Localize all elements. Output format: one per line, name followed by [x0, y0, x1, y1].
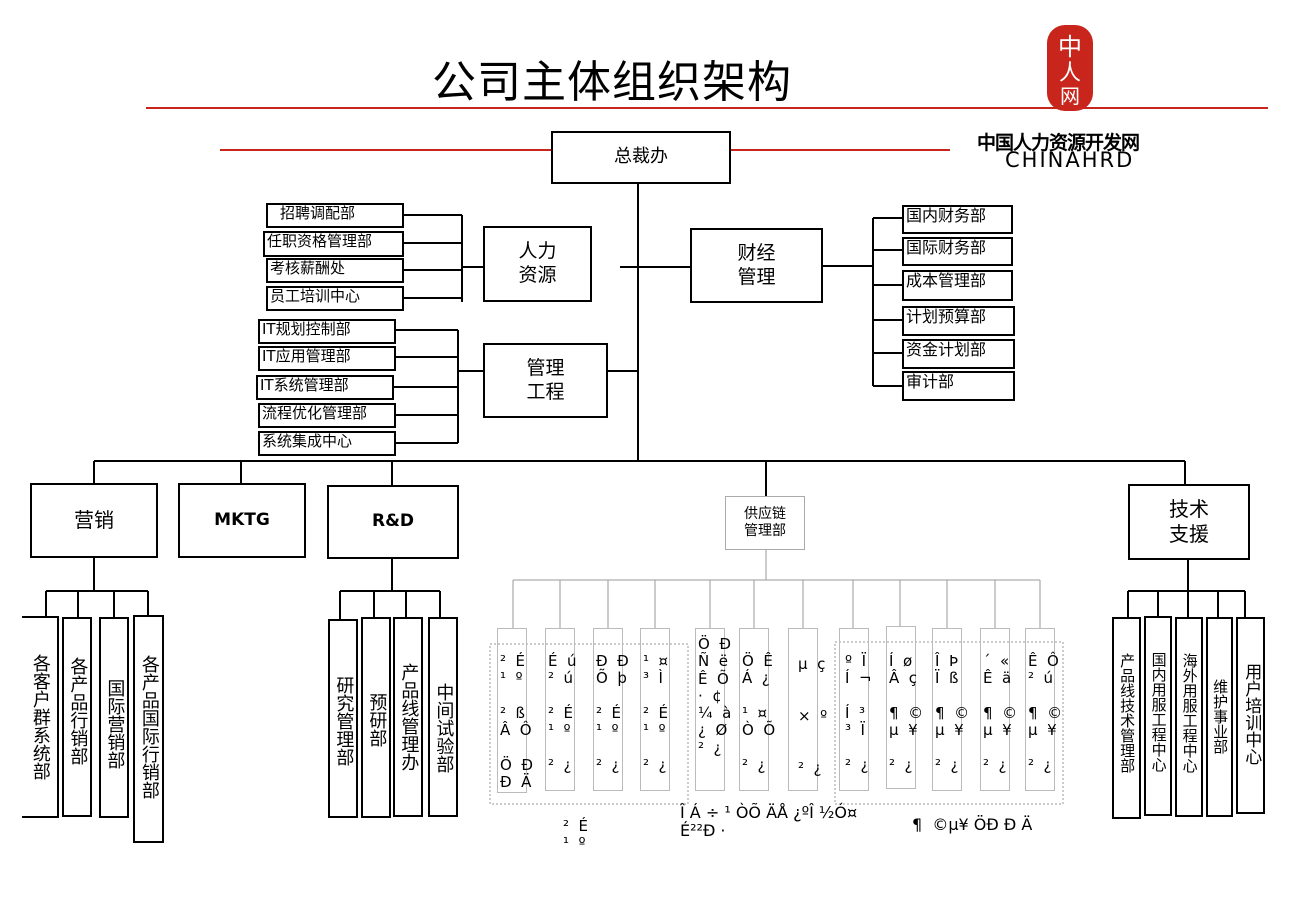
- box-mktg[interactable]: MKTG: [178, 483, 306, 558]
- supply-text-1: ² É ¹ º ² ß Â Ô Ö Ð Ð Ä: [500, 652, 533, 791]
- marketing-child-1[interactable]: 各客户群系统部: [22, 616, 59, 818]
- supply-col-4[interactable]: [640, 628, 670, 791]
- brand-en: CHINAHRD: [1005, 148, 1135, 172]
- finance-child-4[interactable]: 计划预算部: [902, 306, 1015, 336]
- supply-text-6: Ö Ê Á ¿ ¹ ¤ Ò Õ ² ¿: [742, 652, 776, 774]
- svg-text:中: 中: [1058, 33, 1082, 61]
- rd-child-2[interactable]: 预研部: [361, 617, 391, 818]
- supply-col-2[interactable]: [545, 628, 575, 791]
- supply-col-1[interactable]: [497, 628, 527, 793]
- hr-child-2[interactable]: 任职资格管理部: [263, 231, 404, 257]
- marketing-child-4[interactable]: 各产品国际行销部: [133, 615, 164, 843]
- hr-child-3[interactable]: 考核薪酬处: [266, 258, 404, 283]
- supply-text-3: Ð Ð Õ þ ² É ¹ º ² ¿: [596, 652, 629, 774]
- hr-child-1[interactable]: 招聘调配部: [266, 203, 404, 228]
- supply-col-10[interactable]: [932, 628, 962, 791]
- tech-child-2[interactable]: 国内用服工程中心: [1144, 616, 1172, 816]
- logo: 中 人 网 中国人力资源开发网 CHINAHRD: [975, 20, 1165, 172]
- svg-text:网: 网: [1060, 84, 1080, 108]
- supply-text-8: º Ï Í ¬ Í ³ ³ Ï ² ¿: [845, 652, 872, 774]
- box-supply-chain[interactable]: 供应链 管理部: [725, 496, 805, 550]
- marketing-child-3[interactable]: 国际营销部: [99, 617, 129, 818]
- box-marketing[interactable]: 营销: [30, 483, 158, 558]
- supply-col-8[interactable]: [839, 628, 869, 791]
- svg-text:人: 人: [1059, 61, 1081, 86]
- mgmt-child-5[interactable]: 系统集成中心: [258, 431, 396, 456]
- tech-child-3[interactable]: 海外用服工程中心: [1175, 617, 1203, 817]
- rd-child-3[interactable]: 产品线管理办: [393, 617, 423, 817]
- supply-footer-3: ¶ ©µ¥ ÖÐ Ð Ä: [912, 815, 1033, 834]
- supply-col-7[interactable]: [788, 628, 818, 791]
- page-title: 公司主体组织架构: [432, 57, 792, 108]
- box-management-engineering[interactable]: 管理 工程: [483, 343, 608, 418]
- hr-child-4[interactable]: 员工培训中心: [266, 286, 404, 311]
- box-finance[interactable]: 财经 管理: [690, 228, 823, 303]
- brand-cn: 中国人力资源开发网: [977, 132, 1140, 154]
- supply-text-12: Ê Ô ² ú ¶ © µ ¥ ² ¿: [1028, 652, 1063, 774]
- supply-col-12[interactable]: [1025, 628, 1055, 791]
- tech-child-5[interactable]: 用户培训中心: [1236, 617, 1265, 814]
- supply-text-4: ¹ ¤ ³ Ì ² É ¹ º ² ¿: [643, 652, 669, 774]
- box-tech-support[interactable]: 技术 支援: [1128, 484, 1250, 560]
- supply-col-11[interactable]: [980, 628, 1010, 791]
- finance-child-5[interactable]: 资金计划部: [902, 339, 1015, 369]
- mgmt-child-3[interactable]: IT系统管理部: [256, 375, 394, 400]
- box-rd[interactable]: R&D: [327, 485, 459, 559]
- supply-col-6[interactable]: [739, 628, 769, 791]
- logo-seal-icon: 中 人 网: [1047, 25, 1093, 111]
- box-hr[interactable]: 人力 资源: [483, 226, 592, 302]
- supply-text-11: ´ « Ê ä ¶ © µ ¥ ² ¿: [983, 652, 1018, 774]
- tech-child-4[interactable]: 维护事业部: [1206, 617, 1233, 817]
- supply-text-7: µ ç × º ² ¿: [798, 655, 828, 777]
- supply-text-10: Î Þ Ï ß ¶ © µ ¥ ² ¿: [935, 652, 970, 774]
- box-president-office[interactable]: 总裁办: [551, 131, 731, 184]
- supply-col-3[interactable]: [593, 628, 623, 791]
- tech-child-1[interactable]: 产品线技术管理部: [1112, 617, 1141, 819]
- supply-text-5: Ö Ð Ñ ë Ê Õ · ¢ ¼ à ¿ Ø ² ¿: [698, 635, 732, 757]
- supply-col-9[interactable]: [886, 626, 916, 789]
- mgmt-child-1[interactable]: IT规划控制部: [258, 319, 396, 344]
- supply-footer-1: ² É ¹ º: [563, 817, 589, 853]
- rd-child-1[interactable]: 研究管理部: [328, 619, 358, 818]
- mgmt-child-4[interactable]: 流程优化管理部: [258, 403, 396, 428]
- supply-col-5[interactable]: [695, 628, 725, 791]
- supply-footer-2: Î Á ÷ ¹ ÒÕ ÄÅ ¿ºÎ ½Ó¤ É²²Ð ·: [680, 803, 858, 841]
- finance-child-1[interactable]: 国内财务部: [902, 205, 1013, 234]
- supply-text-2: É ú ² ú ² É ¹ º ² ¿: [548, 652, 577, 774]
- rd-child-4[interactable]: 中间试验部: [428, 617, 458, 817]
- supply-text-9: Í ø Â ç ¶ © µ ¥ ² ¿: [889, 652, 924, 774]
- finance-child-2[interactable]: 国际财务部: [902, 237, 1013, 266]
- finance-child-3[interactable]: 成本管理部: [902, 270, 1013, 301]
- mgmt-child-2[interactable]: IT应用管理部: [258, 346, 396, 371]
- finance-child-6[interactable]: 审计部: [902, 371, 1015, 401]
- marketing-child-2[interactable]: 各产品行销部: [62, 617, 92, 817]
